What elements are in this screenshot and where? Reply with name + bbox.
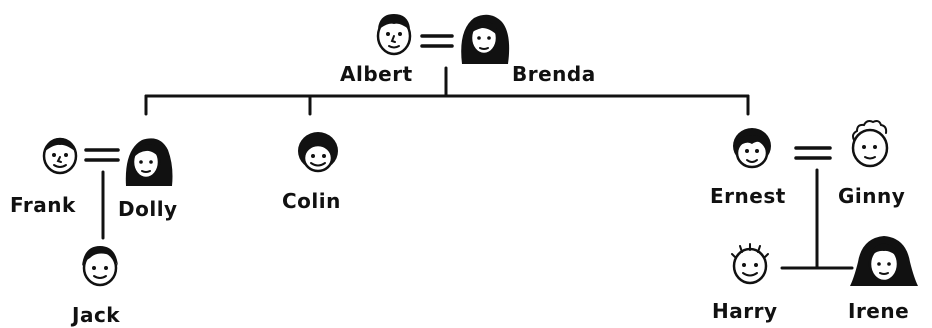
label-dolly: Dolly [118,197,178,221]
label-brenda: Brenda [512,62,596,86]
label-harry: Harry [712,299,778,323]
marriage-symbol-ernest-ginny [794,146,832,160]
label-irene: Irene [848,299,909,323]
colin-face-icon [298,132,338,173]
label-ginny: Ginny [838,184,905,208]
label-frank: Frank [10,193,76,217]
label-colin: Colin [282,189,341,213]
marriage-symbol-frank-dolly [84,148,120,162]
irene-face-icon [850,236,918,286]
ginny-face-icon [851,120,889,168]
jack-face-icon [82,246,118,287]
label-albert: Albert [340,62,413,86]
dolly-face-icon [125,138,173,186]
brenda-face-icon [461,14,510,64]
frank-face-icon [42,137,78,175]
marriage-symbol-albert-brenda [420,34,454,48]
label-ernest: Ernest [710,184,786,208]
harry-face-icon [731,243,769,285]
ernest-face-icon [733,128,771,169]
label-jack: Jack [70,303,120,327]
tree-connectors [101,66,854,270]
albert-face-icon [376,14,412,56]
